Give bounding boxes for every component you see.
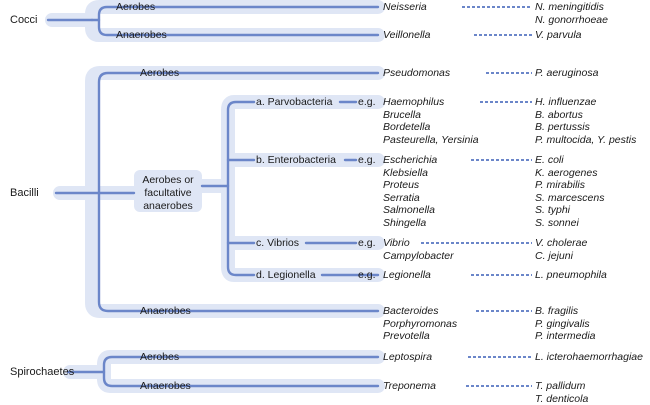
genus-klebsiella: Klebsiella [383, 167, 428, 179]
genus-vibrio: Vibrio [383, 237, 410, 249]
genus-bacteroides: Bacteroides [383, 305, 439, 317]
species-v-parvula: V. parvula [535, 29, 582, 41]
genus-bordetella: Bordetella [383, 121, 431, 133]
dashed-links [421, 6, 532, 387]
species-b-pertussis: B. pertussis [535, 121, 590, 133]
genus-pasteurella-yersinia: Pasteurella, Yersinia [383, 134, 479, 146]
background-bands [45, 0, 385, 393]
genus-pseudomonas: Pseudomonas [383, 67, 451, 79]
species-l-pneumophila: L. pneumophila [535, 269, 607, 281]
facultative-band [193, 95, 385, 282]
genus-proteus: Proteus [383, 179, 420, 191]
species-h-influenzae: H. influenzae [535, 96, 597, 108]
facultative-box-bg [134, 170, 202, 212]
bacilli-anaerobes-label: Anaerobes [140, 305, 191, 317]
species-b-abortus: B. abortus [535, 109, 583, 121]
species-t-denticola: T. denticola [535, 393, 589, 405]
species-n-gonorrhoeae: N. gonorrhoeae [535, 14, 608, 26]
genus-salmonella: Salmonella [383, 204, 435, 216]
genus-shingella: Shingella [383, 217, 427, 229]
subgroup-parvobacteria: a. Parvobacteria [256, 96, 333, 108]
genus-neisseria: Neisseria [383, 1, 427, 13]
species-n-meningitidis: N. meningitidis [535, 1, 604, 13]
eg-enterobacteria: e.g. [358, 154, 376, 166]
genus-veillonella: Veillonella [383, 29, 431, 41]
species-p-aeruginosa: P. aeruginosa [535, 67, 599, 79]
species-b-fragilis: B. fragilis [535, 305, 579, 317]
facultative-line-1: Aerobes or [142, 174, 194, 186]
species-s-typhi: S. typhi [535, 204, 571, 216]
subgroup-enterobacteria: b. Enterobacteria [256, 154, 336, 166]
genus-campylobacter: Campylobacter [383, 250, 454, 262]
eg-vibrios: e.g. [358, 237, 376, 249]
group-bacilli: Bacilli [10, 187, 39, 199]
species-p-mirabilis: P. mirabilis [535, 179, 585, 191]
subgroup-vibrios: c. Vibrios [256, 237, 299, 249]
species-s-marcescens: S. marcescens [535, 192, 605, 204]
branch-lines [46, 5, 380, 388]
genus-serratia: Serratia [383, 192, 420, 204]
spiro-anaerobes-label: Anaerobes [140, 380, 191, 392]
facultative-line-3: anaerobes [143, 200, 193, 212]
cocci-anaerobes-label: Anaerobes [116, 29, 167, 41]
facultative-line-2: facultative [144, 187, 192, 199]
genus-porphyromonas: Porphyromonas [383, 318, 458, 330]
genus-treponema: Treponema [383, 380, 436, 392]
spiro-branches [102, 355, 380, 388]
genus-brucella: Brucella [383, 109, 421, 121]
eg-legionella: e.g. [358, 269, 376, 281]
species-k-aerogenes: K. aerogenes [535, 167, 598, 179]
species-c-jejuni: C. jejuni [535, 250, 573, 262]
cocci-aerobes-label: Aerobes [116, 1, 156, 13]
group-cocci: Cocci [10, 14, 38, 26]
genus-legionella: Legionella [383, 269, 431, 281]
species-p-gingivalis: P. gingivalis [535, 318, 590, 330]
species-v-cholerae: V. cholerae [535, 237, 588, 249]
spiro-band [63, 350, 385, 393]
genus-escherichia: Escherichia [383, 154, 438, 166]
bacilli-aerobes-label: Aerobes [140, 67, 180, 79]
genus-haemophilus: Haemophilus [383, 96, 445, 108]
genus-leptospira: Leptospira [383, 351, 433, 363]
facultative-branches [226, 100, 256, 277]
spiro-aerobes-label: Aerobes [140, 351, 180, 363]
species-p-intermedia: P. intermedia [535, 330, 596, 342]
species-s-sonnei: S. sonnei [535, 217, 579, 229]
species-p-multocida-y-pestis: P. multocida, Y. pestis [535, 134, 637, 146]
species-t-pallidum: T. pallidum [535, 380, 586, 392]
group-spirochaetes: Spirochaetes [10, 366, 75, 378]
eg-parvobacteria: e.g. [358, 96, 376, 108]
subgroup-legionella: d. Legionella [256, 269, 316, 281]
facultative-label: Aerobes or facultative anaerobes [136, 174, 200, 213]
genus-prevotella: Prevotella [383, 330, 430, 342]
species-e-coli: E. coli [535, 154, 564, 166]
species-l-icterohaemorrhagiae: L. icterohaemorrhagiae [535, 351, 643, 363]
